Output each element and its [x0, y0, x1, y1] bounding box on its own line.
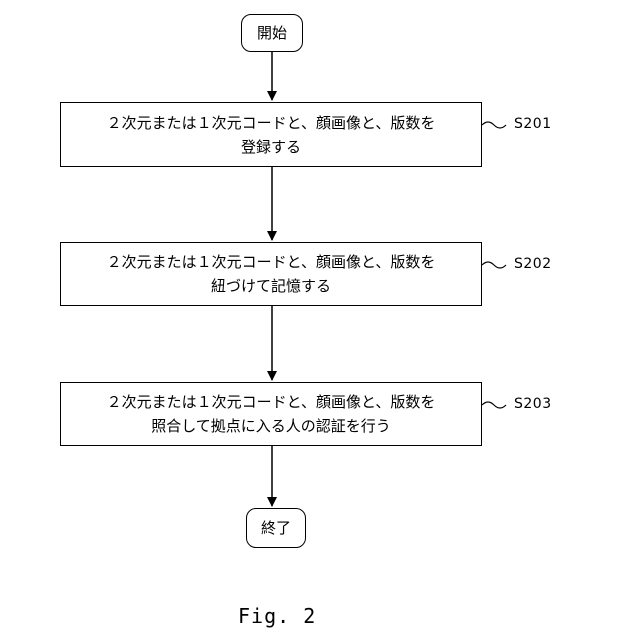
step-id-s203: S203: [514, 396, 552, 412]
leader-s203: [482, 402, 506, 408]
start-label: 開始: [257, 21, 287, 45]
step-s201-line2: 登録する: [241, 135, 301, 159]
step-s203-line2: 照合して拠点に入る人の認証を行う: [151, 414, 391, 438]
end-terminal: 終了: [246, 508, 306, 548]
step-id-s202: S202: [514, 256, 552, 272]
start-terminal: 開始: [241, 14, 303, 52]
figure-caption: Fig. 2: [238, 604, 316, 628]
step-s202-line1: ２次元または１次元コードと、顔画像と、版数を: [107, 250, 436, 274]
step-s201-line1: ２次元または１次元コードと、顔画像と、版数を: [107, 111, 436, 135]
leader-s202: [482, 262, 506, 268]
step-s202-line2: 紐づけて記憶する: [211, 274, 331, 298]
step-id-s201: S201: [514, 116, 552, 132]
step-s203-line1: ２次元または１次元コードと、顔画像と、版数を: [107, 390, 436, 414]
leader-s201: [482, 122, 506, 128]
end-label: 終了: [261, 516, 291, 540]
step-box-s202: ２次元または１次元コードと、顔画像と、版数を 紐づけて記憶する: [60, 242, 482, 306]
step-box-s203: ２次元または１次元コードと、顔画像と、版数を 照合して拠点に入る人の認証を行う: [60, 382, 482, 446]
step-box-s201: ２次元または１次元コードと、顔画像と、版数を 登録する: [60, 102, 482, 167]
